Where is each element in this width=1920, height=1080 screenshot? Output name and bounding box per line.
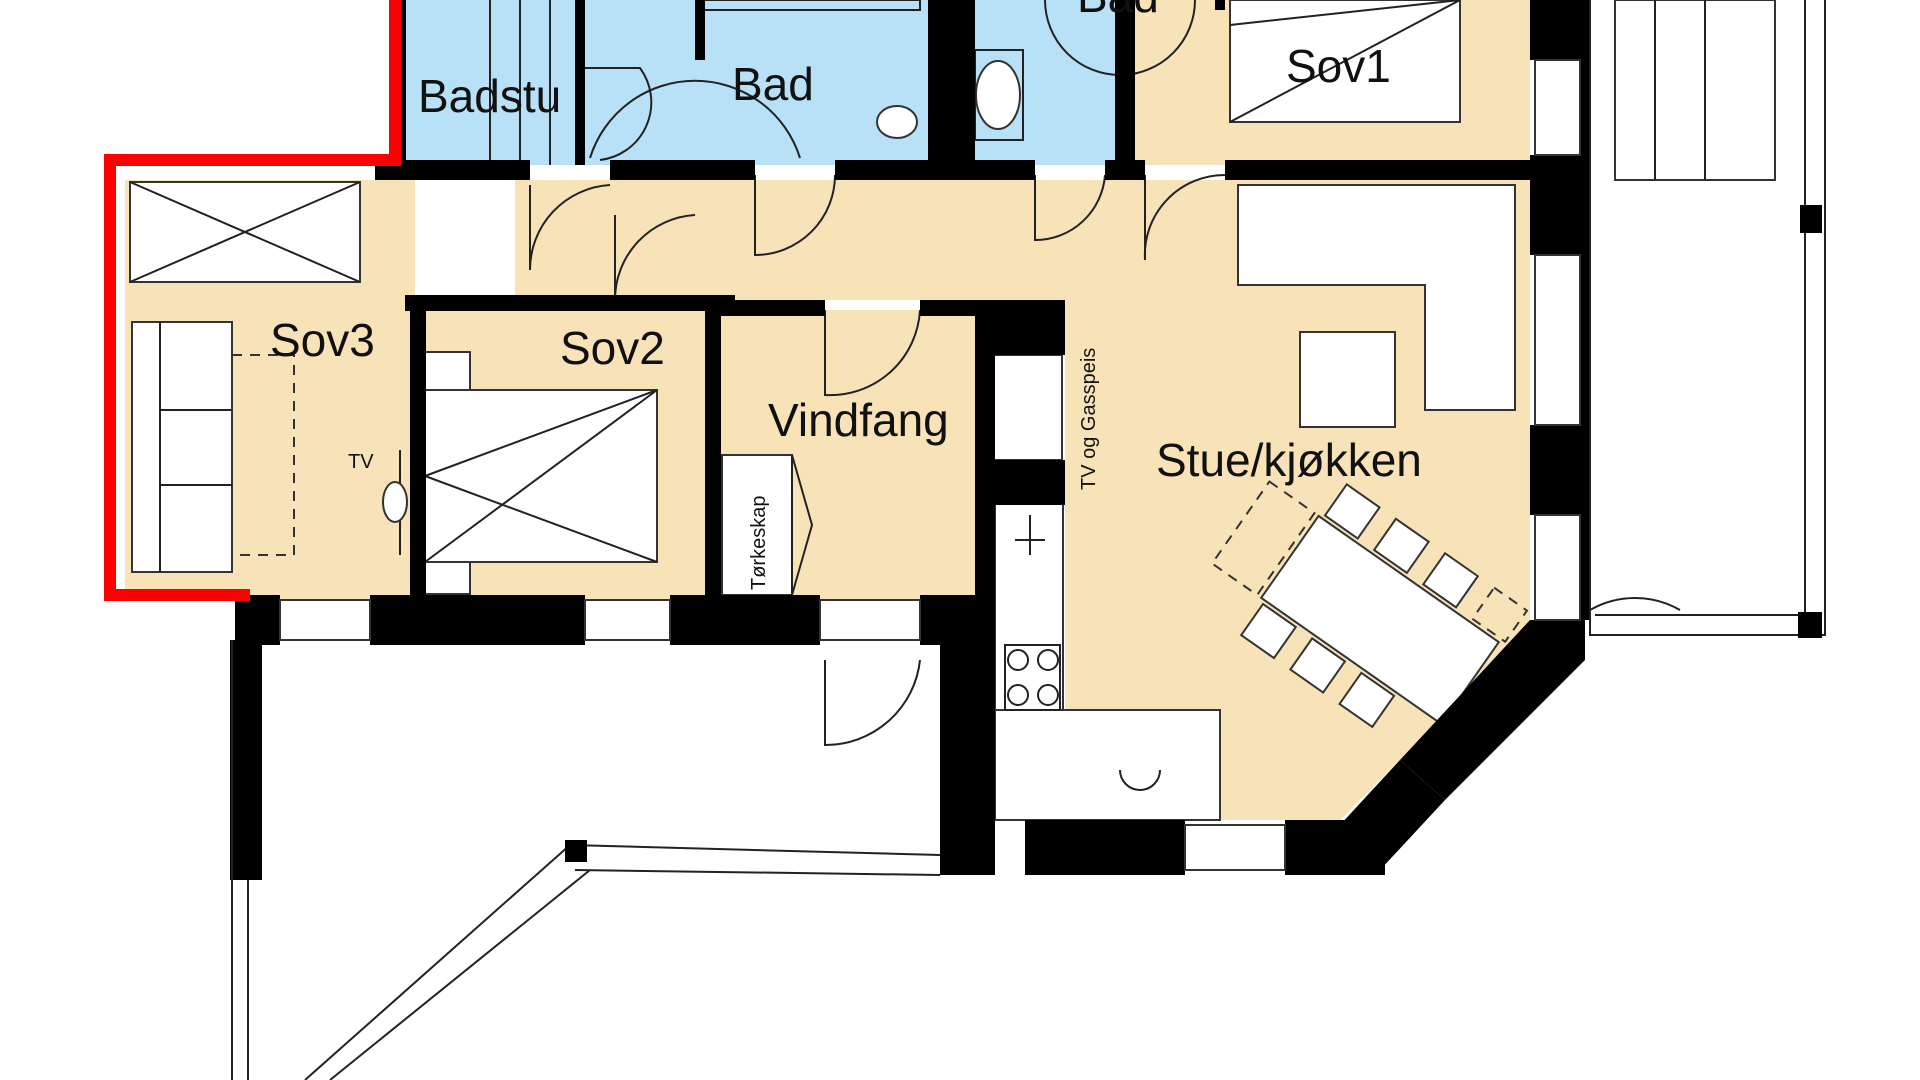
door-bad-top-corridor — [1034, 174, 1106, 242]
room-label-vindfang: Vindfang — [768, 394, 949, 446]
door-badstu — [582, 67, 653, 161]
door-sov1 — [1143, 173, 1226, 261]
windows — [279, 59, 1581, 871]
coffee-table — [1299, 331, 1396, 428]
terrace — [231, 0, 1826, 1080]
door-entry — [824, 659, 921, 747]
room-label-bad-top: Bad — [1077, 0, 1159, 22]
door-balcony — [1589, 520, 1681, 612]
fixtures — [129, 0, 1529, 821]
boundary-outline — [104, 0, 401, 601]
door-sov2 — [613, 214, 696, 301]
kitchen-island — [994, 709, 1221, 821]
annotation-torkeskap: Tørkeskap — [748, 496, 770, 590]
room-label-sov2: Sov2 — [560, 322, 665, 374]
sink-icon — [975, 60, 1021, 130]
sofa-sov3 — [131, 321, 233, 573]
labels: Badstu Bad Bad Sov1 Sov3 Sov2 Vindfang S… — [270, 0, 1422, 590]
room-label-stue-kjokken: Stue/kjøkken — [1156, 434, 1422, 486]
door-bad — [589, 79, 801, 159]
dining-table — [1210, 480, 1529, 729]
door-vindfang — [824, 309, 921, 397]
walls — [230, 0, 1590, 880]
toilet-icon — [876, 105, 918, 139]
annotation-tv-gasspeis: TV og Gasspeis — [1078, 348, 1100, 490]
doors — [528, 0, 1681, 747]
fireplace-nook — [991, 354, 1063, 461]
annotation-tv: TV — [348, 451, 374, 473]
door-bad-corridor — [754, 174, 836, 257]
room-label-bad: Bad — [732, 58, 814, 110]
door-corridor-1 — [528, 184, 611, 271]
lounge-sofa — [1237, 184, 1516, 411]
room-label-badstu: Badstu — [418, 70, 561, 122]
room-label-sov3: Sov3 — [270, 314, 375, 366]
room-label-sov1: Sov1 — [1286, 40, 1391, 92]
